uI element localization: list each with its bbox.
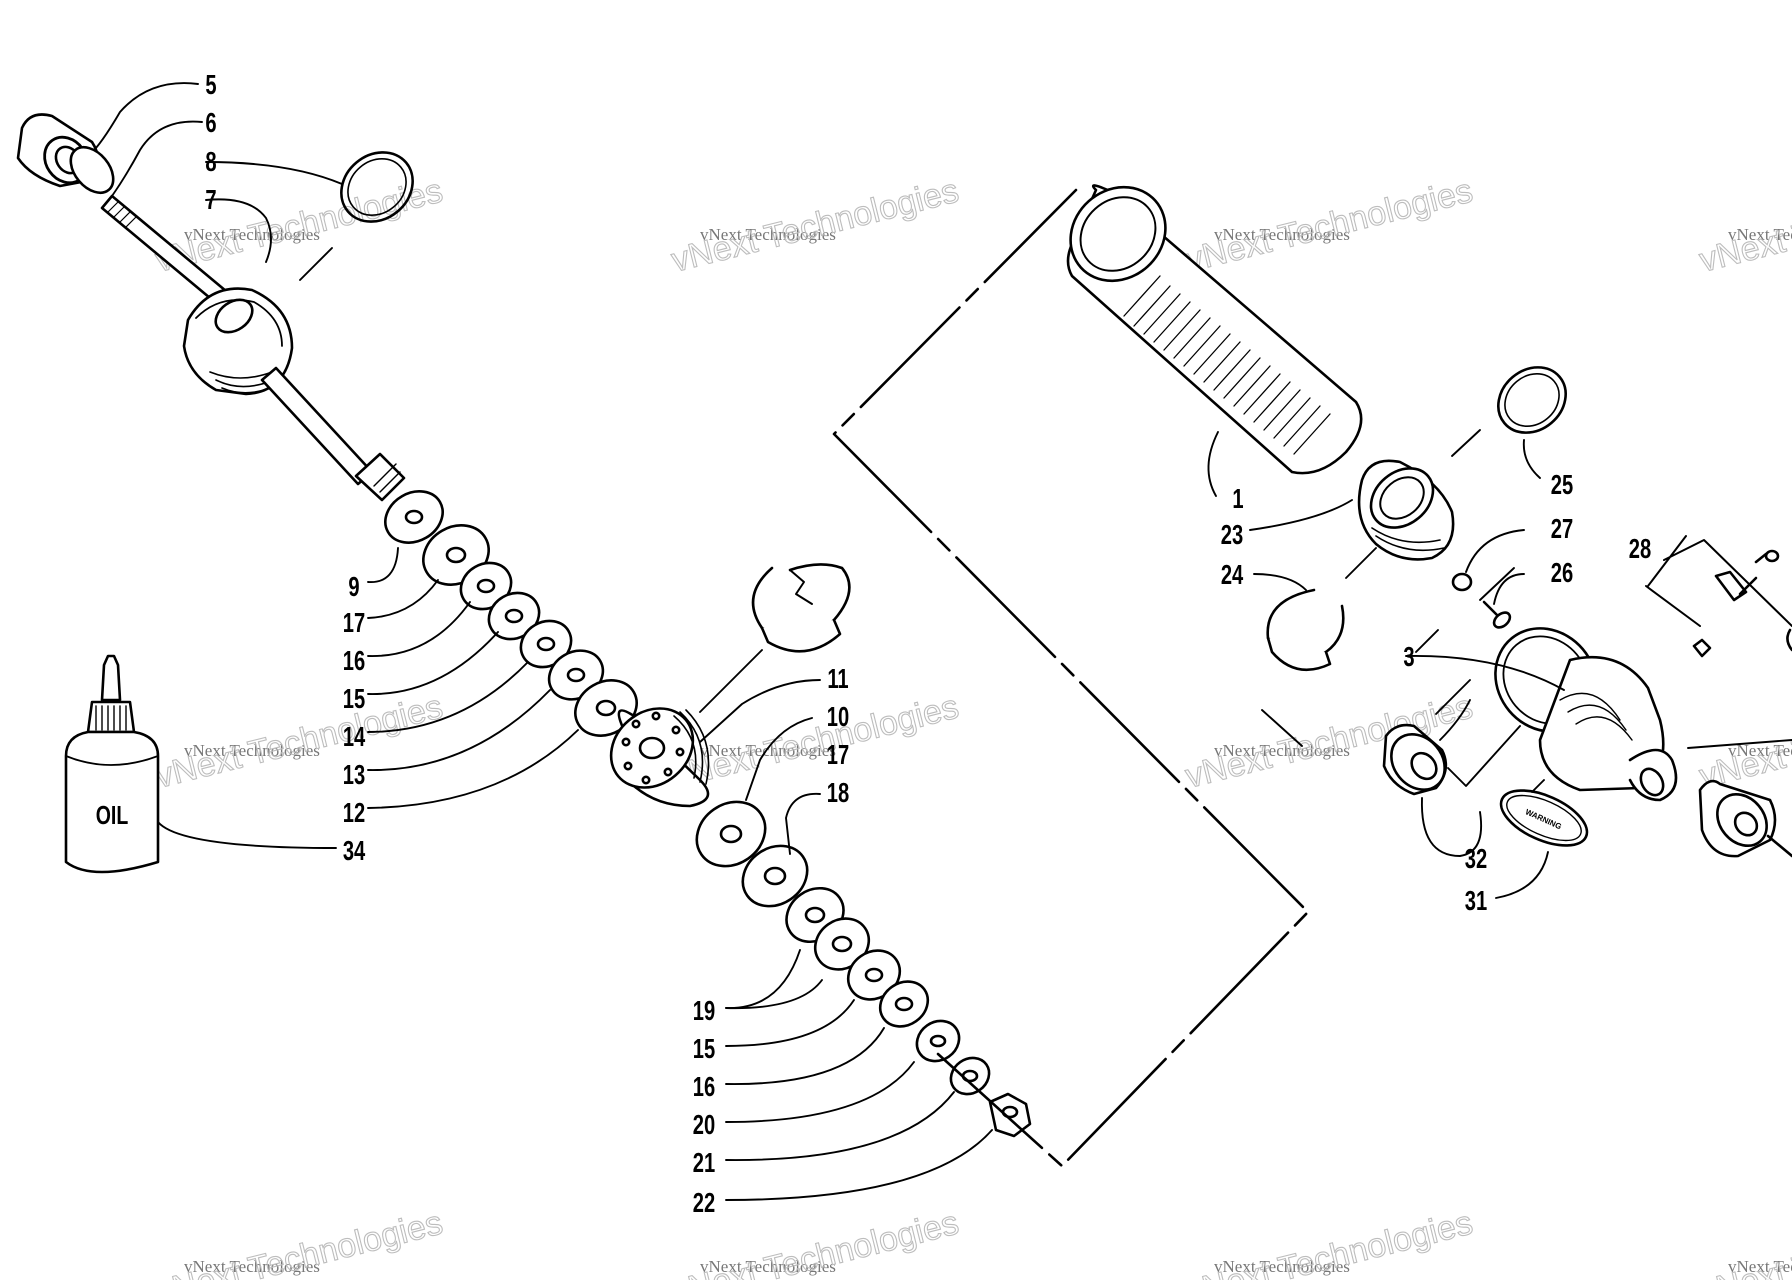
part-7-seal-head [182,287,294,396]
oil-label: OIL [96,800,128,829]
watermark-text: vNext Technologies [1728,1257,1792,1276]
part-24-split-ring [1266,588,1345,672]
assembly-bracket [832,188,1310,1168]
part-34-oil-bottle [64,654,160,874]
part-23-end-cap [1357,459,1455,561]
callout-26: 26 [1551,558,1573,589]
watermark: vNext Technologies vNext Technologies [1695,171,1792,280]
watermark-text: vNext Technologies [1728,225,1792,244]
callout-16: 16 [343,646,365,677]
watermark: vNext Technologies vNext Technologies [1181,1203,1477,1280]
part-32-bushing [1382,723,1448,796]
callout-10: 10 [827,702,849,733]
watermark-text: vNext Technologies [1214,741,1350,760]
part-21-washer [949,1056,991,1096]
watermark-text: vNext Technologies [700,1257,836,1276]
callout-14: 14 [343,722,366,753]
watermark: vNext Technologies vNext Technologies [151,687,447,796]
callout-31: 31 [1465,886,1487,917]
callout-15-lower: 15 [693,1034,715,1065]
watermark-text: vNext Technologies [1214,225,1350,244]
callout-12: 12 [343,798,365,829]
watermark: vNext Technologies vNext Technologies [1181,171,1477,280]
callout-22: 22 [693,1188,715,1219]
part-28-bracket [1645,535,1792,627]
callout-34: 34 [343,836,366,867]
watermark: vNext Technologies vNext Technologies [1695,1203,1792,1280]
callout-25: 25 [1551,470,1573,501]
callout-21: 21 [693,1148,715,1179]
part-10-piston [609,707,710,808]
callout-18: 18 [827,778,849,809]
watermark-text: vNext Technologies [184,225,320,244]
callout-5: 5 [205,70,216,101]
callout-7: 7 [205,185,216,216]
part-18-washer [741,844,809,908]
part-22-nut [988,1092,1032,1138]
part-26-screw [1482,600,1512,629]
part-1-shock-body [1066,184,1363,475]
watermark-text: vNext Technologies [700,225,836,244]
callout-24: 24 [1221,560,1244,591]
callout-1: 1 [1232,484,1243,515]
part-6-ring [69,145,115,195]
watermark-text: vNext Technologies [184,741,320,760]
part-3-reservoir-body [1494,627,1678,802]
callout-3: 3 [1403,642,1414,673]
part-8-oring [340,151,414,223]
part-14-washer [519,619,573,669]
part-17-lower-washer [695,800,767,868]
callout-9: 9 [348,572,359,603]
callout-20: 20 [693,1110,715,1141]
lower-washer-stack [695,800,1032,1138]
callout-28: 28 [1629,534,1651,565]
callout-23: 23 [1221,520,1243,551]
watermark-outline-text: vNext Technologies [152,1204,447,1280]
part-31-warning-label [1499,789,1589,847]
piston-rod [260,366,406,502]
watermark-text: vNext Technologies [184,1257,320,1276]
right-bushing [1698,779,1792,858]
part-27-small-oring [1451,572,1473,592]
part-15-lower-washer [846,949,902,1001]
callout-11: 11 [827,664,848,695]
part-28-valve [1692,549,1792,658]
callout-8: 8 [205,147,216,178]
callout-labels: 5 6 8 7 9 17 16 15 14 13 12 34 11 10 17 … [205,70,1651,1219]
callout-6: 6 [205,108,216,139]
callout-32: 32 [1465,844,1487,875]
shaft-assembly [16,113,414,502]
watermark: vNext Technologies vNext Technologies [151,1203,447,1280]
leader-lines [95,82,1792,1201]
part-19-washer [813,917,871,971]
watermark-text: vNext Technologies [700,741,836,760]
watermark: vNext Technologies vNext Technologies [151,171,447,280]
callout-19: 19 [693,996,715,1027]
part-16-lower-washer [878,980,930,1028]
callout-17-lower: 17 [827,740,849,771]
callout-15: 15 [343,684,365,715]
watermark: vNext Technologies vNext Technologies [667,171,963,280]
callout-17: 17 [343,608,365,639]
watermark-outline-text: vNext Technologies [1696,1204,1792,1280]
watermark-text: vNext Technologies [1214,1257,1350,1276]
part-20-washer [915,1019,961,1063]
watermark: vNext Technologies vNext Technologies [667,687,963,796]
callout-16-lower: 16 [693,1072,715,1103]
callout-27: 27 [1551,514,1573,545]
callout-13: 13 [343,760,365,791]
watermark-text: vNext Technologies [1728,741,1792,760]
part-9-washer [384,490,444,544]
watermark-outline-text: vNext Technologies [1182,1204,1477,1280]
upper-washer-stack [384,490,638,737]
part-11-split-ring [751,563,851,653]
part-25-oring [1497,366,1567,434]
